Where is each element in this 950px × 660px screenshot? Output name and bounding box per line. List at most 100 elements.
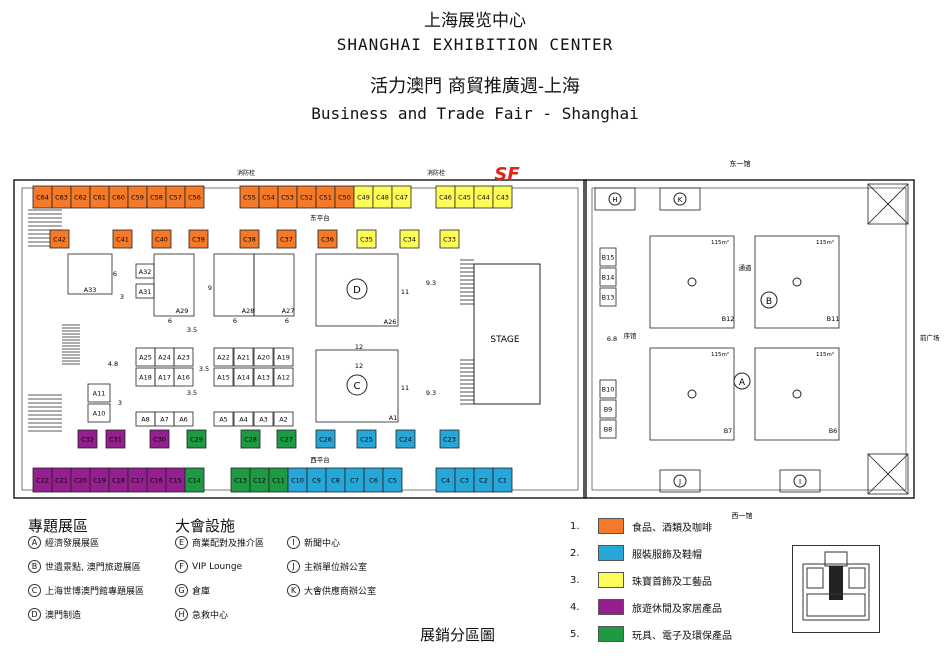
dimension-label: 4.8 — [108, 360, 118, 368]
booth-label-a2: A2 — [279, 416, 288, 424]
facilities-heading: 大會設施 — [175, 517, 236, 535]
west-hall-label: 西一馆 — [732, 511, 753, 520]
category-swatch — [598, 626, 624, 642]
booth-c1 — [492, 467, 513, 493]
column-marker — [687, 389, 697, 399]
booth-label-c10: C10 — [291, 477, 304, 485]
booth-c24 — [395, 429, 416, 449]
dimension-label: 9 — [208, 284, 212, 292]
booth-label-a13: A13 — [257, 374, 270, 382]
booth-label-a18: A18 — [139, 374, 152, 382]
booth-label-c36: C36 — [321, 236, 334, 244]
category-item: 1.食品、酒類及咖啡 — [570, 518, 712, 534]
booth-c34 — [399, 229, 420, 249]
booth-label-b8: B8 — [604, 426, 613, 434]
booth-a23 — [173, 347, 194, 367]
stair-se — [867, 453, 909, 495]
category-number: 1. — [570, 520, 580, 532]
booth-label-c2: C2 — [479, 477, 488, 485]
stage-label: STAGE — [490, 335, 519, 345]
facility-marker-i — [793, 474, 807, 488]
legend-key-circle: B — [28, 560, 41, 573]
booth-b10 — [599, 379, 617, 399]
legend-key-circle: K — [287, 584, 300, 597]
booth-a27 — [253, 253, 295, 317]
booth-label-c31: C31 — [109, 436, 122, 444]
category-item: 3.珠寶首飾及工藝品 — [570, 572, 712, 588]
booth-label-c1: C1 — [498, 477, 507, 485]
venue-title-cn: 上海展览中心 — [424, 11, 526, 31]
legend-label: VIP Lounge — [192, 561, 243, 572]
booth-c30 — [149, 429, 170, 449]
legend-label: 主辦單位辦公室 — [304, 563, 368, 573]
facility-box-i — [779, 469, 821, 493]
booth-label-c62: C62 — [74, 194, 87, 202]
booth-label-c33: C33 — [443, 236, 456, 244]
category-swatch — [598, 599, 624, 615]
booth-label-c23: C23 — [443, 436, 456, 444]
booth-label-a14: A14 — [237, 374, 250, 382]
booth-c31 — [105, 429, 126, 449]
east-hall-quadrant — [649, 347, 735, 441]
zone-b-marker — [760, 291, 778, 309]
category-item: 5.玩具、電子及環保產品 — [570, 626, 732, 642]
west-wing-outline — [13, 179, 587, 499]
booth-label-c34: C34 — [403, 236, 416, 244]
front-square-label: 前广场 — [920, 333, 940, 342]
booth-label-b12: B12 — [722, 315, 735, 323]
dimension-label: 6 — [233, 317, 237, 325]
booth-label-c63: C63 — [55, 194, 68, 202]
legend-key-circle: H — [175, 608, 188, 621]
booth-label-c12: C12 — [253, 477, 266, 485]
category-number: 2. — [570, 547, 580, 559]
booth-label-a19: A19 — [277, 354, 290, 362]
east-wing-outline — [583, 179, 915, 499]
booth-label-c13: C13 — [234, 477, 247, 485]
fire-hydrant-label-2: 消防栓 — [427, 169, 445, 177]
booth-label-b6: B6 — [829, 427, 838, 435]
booth-label-c39: C39 — [192, 236, 205, 244]
booth-a21 — [233, 347, 254, 367]
booth-c41 — [112, 229, 133, 249]
booth-label-c24: C24 — [399, 436, 412, 444]
legend-label: 倉庫 — [192, 587, 211, 597]
facility-box-k — [659, 187, 701, 211]
zone-d-block — [315, 253, 399, 327]
booth-label-c4: C4 — [441, 477, 450, 485]
sf-logo: SF — [494, 164, 520, 185]
category-number: 4. — [570, 601, 580, 613]
booth-label-c14: C14 — [188, 477, 201, 485]
booth-a11 — [87, 383, 111, 403]
stair-ne — [867, 183, 909, 225]
booth-label-a29: A29 — [176, 307, 189, 315]
dimension-label: 6 — [113, 270, 117, 278]
booth-label-b11: B11 — [827, 315, 840, 323]
booth-b9 — [599, 399, 617, 419]
dimension-label: 3.5 — [199, 365, 209, 373]
booth-a15 — [213, 367, 234, 387]
facility-marker-h — [608, 192, 622, 206]
fire-hydrant-label-1: 消防栓 — [237, 169, 255, 177]
stair-x — [867, 453, 909, 495]
booth-label-c50: C50 — [338, 194, 351, 202]
category-item: 4.旅遊休閒及家居產品 — [570, 599, 722, 615]
dimension-label: 9.3 — [426, 389, 436, 397]
east-hall-quadrant — [754, 235, 840, 329]
booth-label-c59: C59 — [131, 194, 144, 202]
zone-a-label: A — [739, 378, 746, 388]
dimension-label: 6.8 — [607, 335, 617, 343]
venue-title-en: SHANGHAI EXHIBITION CENTER — [336, 35, 614, 54]
booth-c39 — [188, 229, 209, 249]
booth-label-c5: C5 — [388, 477, 397, 485]
stage-area — [473, 263, 541, 405]
booth-a29 — [153, 253, 195, 317]
booth-label-c19: C19 — [93, 477, 106, 485]
facility-label-i: I — [799, 478, 801, 486]
dimension-label: 11 — [401, 384, 409, 392]
column-marker — [792, 277, 802, 287]
category-label: 珠寶首飾及工藝品 — [632, 576, 712, 588]
booth-label-a4: A4 — [239, 416, 248, 424]
